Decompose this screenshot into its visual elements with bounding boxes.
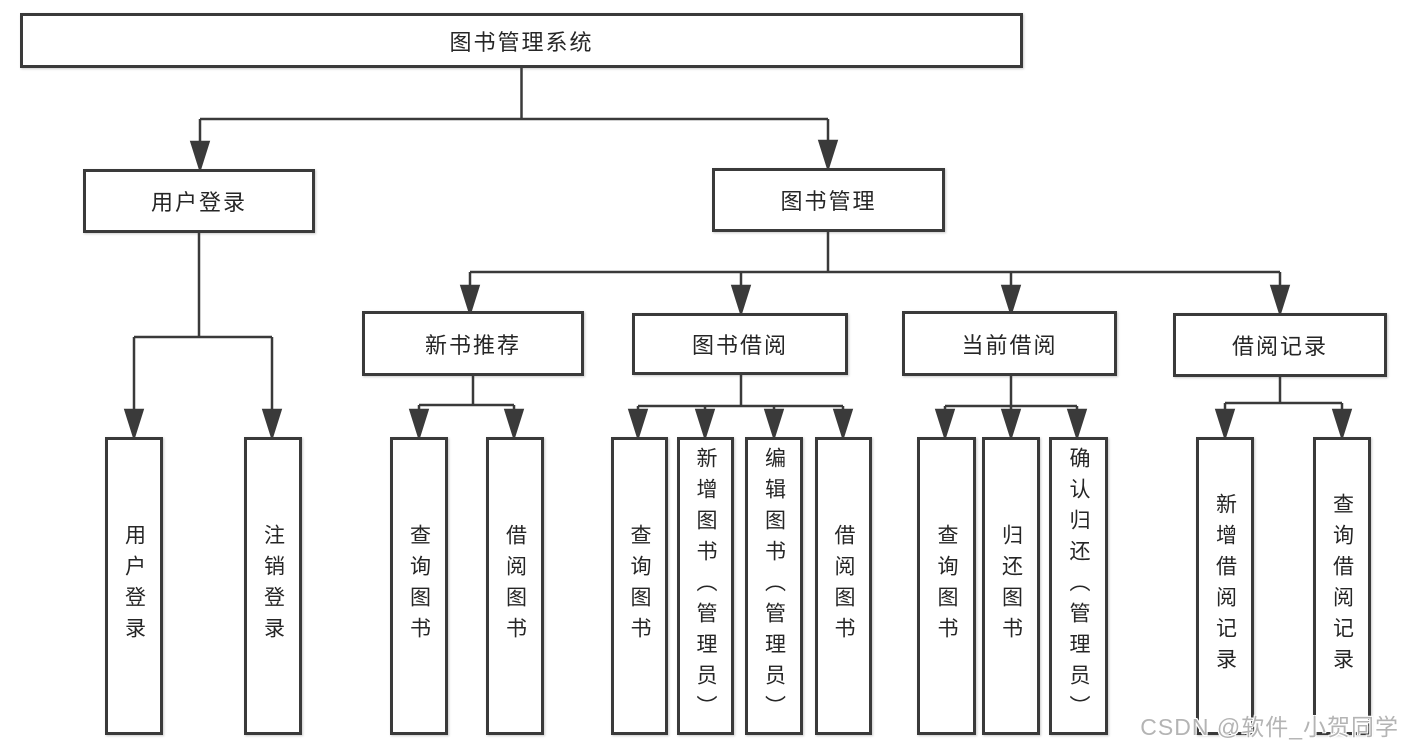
node-leaf-logout: 注销登录 — [244, 437, 302, 735]
node-user-login: 用户登录 — [83, 169, 315, 233]
node-leaf-user-login-label: 用户登录 — [122, 524, 146, 648]
node-leaf-add-books-admin: 新增图书（管理员） — [677, 437, 734, 735]
connector-root-to-level2 — [189, 68, 839, 174]
node-leaf-edit-books-admin: 编辑图书（管理员） — [745, 437, 803, 735]
connector-book-borrow-group — [627, 375, 854, 442]
node-leaf-borrow-books-1: 借阅图书 — [486, 437, 544, 735]
node-new-book-recommend-label: 新书推荐 — [424, 332, 521, 358]
connector-new-book-group — [408, 376, 525, 442]
node-current-borrow: 当前借阅 — [902, 311, 1117, 376]
node-leaf-query-books-2: 查询图书 — [611, 437, 668, 735]
connector-book-mgmt-to-level3 — [459, 232, 1291, 318]
node-leaf-edit-books-admin-label: 编辑图书（管理员） — [762, 446, 786, 726]
connector-user-login-group — [123, 233, 283, 442]
connector-current-borrow-group — [934, 376, 1088, 442]
node-leaf-query-borrow-record: 查询借阅记录 — [1313, 437, 1371, 735]
node-new-book-recommend: 新书推荐 — [362, 311, 584, 376]
node-leaf-borrow-books-1-label: 借阅图书 — [503, 524, 527, 648]
node-leaf-confirm-return-admin: 确认归还（管理员） — [1049, 437, 1108, 735]
node-current-borrow-label: 当前借阅 — [961, 332, 1058, 358]
node-leaf-add-books-admin-label: 新增图书（管理员） — [694, 446, 717, 726]
node-book-borrow: 图书借阅 — [632, 313, 848, 375]
node-leaf-return-books: 归还图书 — [982, 437, 1040, 735]
node-leaf-confirm-return-admin-label: 确认归还（管理员） — [1067, 446, 1090, 726]
node-user-login-label: 用户登录 — [150, 190, 247, 215]
node-borrow-records: 借阅记录 — [1173, 313, 1387, 377]
node-book-management-label: 图书管理 — [780, 189, 877, 214]
node-borrow-records-label: 借阅记录 — [1231, 334, 1328, 359]
node-leaf-query-books-3-label: 查询图书 — [935, 524, 958, 648]
node-leaf-query-books-2-label: 查询图书 — [628, 524, 651, 648]
node-book-borrow-label: 图书借阅 — [691, 333, 788, 358]
node-leaf-query-books-1-label: 查询图书 — [407, 524, 431, 648]
node-leaf-logout-label: 注销登录 — [261, 524, 285, 648]
node-leaf-query-books-1: 查询图书 — [390, 437, 448, 735]
node-leaf-add-borrow-record-label: 新增借阅记录 — [1213, 493, 1237, 679]
node-leaf-query-books-3: 查询图书 — [917, 437, 976, 735]
node-leaf-return-books-label: 归还图书 — [999, 524, 1023, 648]
node-root-label: 图书管理系统 — [449, 29, 594, 55]
node-leaf-add-borrow-record: 新增借阅记录 — [1196, 437, 1254, 735]
node-leaf-borrow-books-2-label: 借阅图书 — [832, 524, 855, 648]
connector-borrow-records-group — [1214, 377, 1353, 442]
node-leaf-query-borrow-record-label: 查询借阅记录 — [1330, 493, 1354, 679]
node-root: 图书管理系统 — [20, 13, 1023, 68]
node-book-management: 图书管理 — [712, 168, 945, 232]
watermark: CSDN @软件_小贺同学 — [1140, 714, 1399, 740]
node-leaf-borrow-books-2: 借阅图书 — [815, 437, 872, 735]
node-leaf-user-login: 用户登录 — [105, 437, 163, 735]
